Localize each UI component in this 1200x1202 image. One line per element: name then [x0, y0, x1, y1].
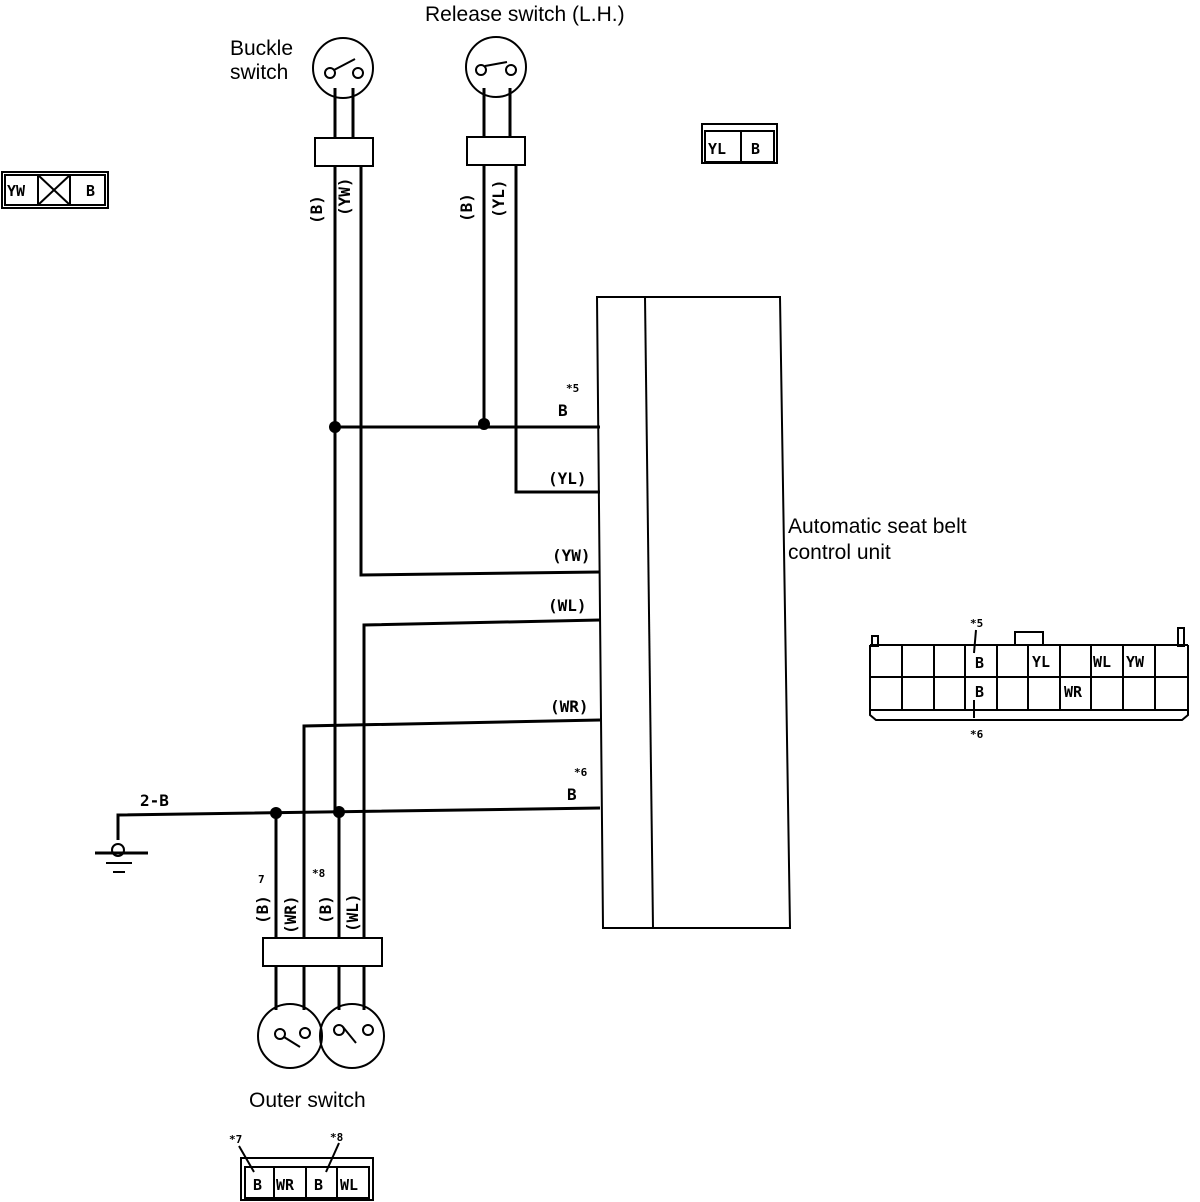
buckle-switch-connector-block [314, 137, 374, 167]
outer-connector-pin-b7: B [253, 1176, 262, 1194]
unit-connector-ref-5: *5 [970, 617, 983, 630]
buckle-connector-pin-yw: YW [7, 182, 26, 200]
unit-wire-yl-label: (YL) [548, 469, 587, 488]
control-unit-box [595, 296, 792, 929]
buckle-wire-b-label: (B) [307, 195, 326, 224]
release-connector-pin-yl: YL [708, 140, 726, 158]
unit-input-wires [116, 425, 601, 938]
outer-switch-left [257, 1003, 323, 1069]
release-wires [482, 88, 600, 494]
buckle-wire-yw-label: (YW) [335, 177, 354, 216]
outer-connector-pin-b8: B [314, 1176, 323, 1194]
unit-connector-pin-b-bottom: B [975, 683, 984, 701]
splice-dot [478, 418, 490, 430]
outer-connector-pin-wl: WL [340, 1176, 358, 1194]
release-switch-connector-block [466, 136, 526, 166]
buckle-switch-label-1: Buckle [230, 37, 293, 60]
outer-ref-7-sup: 7 [258, 873, 265, 886]
outer-switch-right [319, 1003, 385, 1069]
outer-wire-wl-label: (WL) [343, 893, 362, 932]
unit-connector-face [869, 627, 1189, 721]
unit-wire-wl-label: (WL) [548, 596, 587, 615]
release-switch-label: Release switch (L.H.) [425, 3, 625, 26]
ref-5-marker: *5 [566, 382, 579, 395]
buckle-wires [333, 88, 601, 812]
outer-switch-label: Outer switch [249, 1089, 366, 1112]
ground-symbol [95, 843, 148, 873]
unit-wire-yw-label: (YW) [552, 546, 591, 565]
outer-wire-b8-label: (B) [316, 895, 335, 924]
unit-connector-pin-b-top: B [975, 654, 984, 672]
buckle-switch-label-2: switch [230, 61, 288, 84]
outer-ref-8-sup: *8 [312, 867, 325, 880]
unit-connector-pin-wr: WR [1064, 683, 1083, 701]
control-unit-label-2: control unit [788, 541, 891, 564]
release-connector-face [701, 123, 778, 164]
buckle-connector-face [1, 171, 109, 209]
ref-6-marker: *6 [574, 766, 588, 779]
splice-dot [329, 421, 341, 433]
release-wire-yl-label: (YL) [489, 179, 508, 218]
unit-connector-pin-yl: YL [1032, 653, 1050, 671]
unit-connector-ref-6: *6 [970, 728, 984, 741]
unit-wire-b-top-label: B [558, 401, 568, 420]
outer-connector-face [238, 1142, 374, 1201]
release-wire-b-label: (B) [457, 193, 476, 222]
outer-switch-wires [274, 812, 366, 1010]
buckle-connector-pin-b: B [86, 182, 95, 200]
outer-connector-ref-7: *7 [229, 1133, 242, 1146]
unit-wire-b-bottom-label: B [567, 785, 577, 804]
outer-wire-wr-label: (WR) [281, 895, 300, 934]
unit-wire-wr-label: (WR) [550, 697, 589, 716]
control-unit-label-1: Automatic seat belt [788, 515, 967, 538]
ground-wire-label: 2-B [140, 791, 169, 810]
outer-wire-b7-label: (B) [253, 895, 272, 924]
buckle-switch [312, 37, 374, 99]
release-connector-pin-b: B [751, 140, 760, 158]
release-switch [465, 36, 527, 98]
unit-connector-pin-wl: WL [1093, 653, 1111, 671]
outer-connector-pin-wr: WR [276, 1176, 295, 1194]
unit-connector-pin-yw: YW [1126, 653, 1145, 671]
outer-switch-connector-block [262, 937, 383, 967]
outer-connector-ref-8: *8 [330, 1131, 343, 1144]
